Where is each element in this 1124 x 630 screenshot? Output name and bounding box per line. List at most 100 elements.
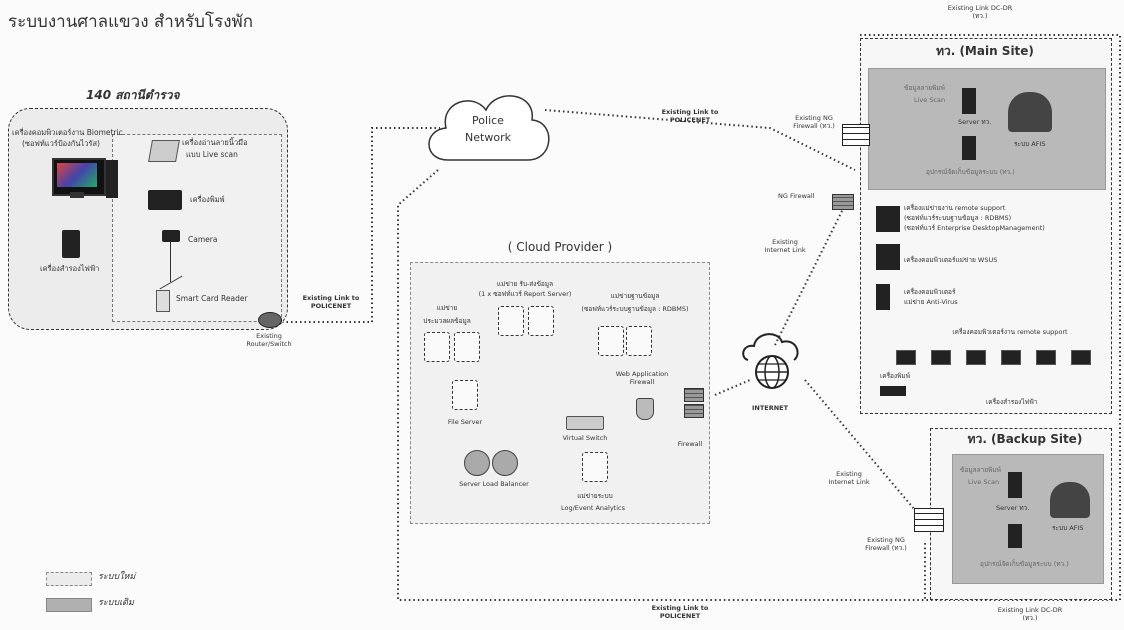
main-printer-icon [880,386,906,396]
monitor-icon [52,158,106,196]
log-sub-label: Log/Event Analytics [560,504,625,512]
main-live-scan-label: ข้อมูลลายพิมพ์ [904,84,945,92]
link-police-bottom [397,169,926,601]
proc-server-sub-label: ประมวลผลข้อมูล [423,317,471,325]
main-afis-icon [1008,92,1052,132]
main-ngfw-icon [832,194,854,210]
police-network-cloud-icon [428,95,550,161]
data-server-box-1 [498,306,524,336]
link-police-main [544,109,856,171]
legend-old-swatch [46,598,92,612]
dcdr-top-label: Existing Link DC-DR (ทว.) [947,4,1013,20]
load-balancer-icon-1 [464,450,490,476]
internet-label: INTERNET [751,404,789,412]
log-label: แม่ข่ายระบบ [577,492,613,500]
main-printer-label: เครื่องพิมพ์ [880,372,910,380]
page-title: ระบบงานศาลแขวง สำหรับโรงพัก [8,12,254,32]
cloud-firewall-label: Firewall [677,440,703,448]
file-server-box [452,380,478,410]
wsus-server-icon [876,244,900,270]
support-monitor-icon-6 [1071,350,1091,365]
virtual-switch-icon [566,416,604,430]
backup-ngfw-label: Existing NG Firewall (ทว.) [865,536,907,552]
log-server-box [582,452,608,482]
backup-live-scan-label: ข้อมูลลายพิมพ์ [960,466,1001,474]
support-monitor-icon-5 [1036,350,1056,365]
main-storage-server-icon [962,136,976,160]
main-server-icon [962,88,976,114]
vswitch-label: Virtual Switch [562,434,608,442]
main-existing-ngfw-icon [842,124,870,146]
legend-new-label: ระบบใหม่ [98,572,136,582]
station-subregion [112,134,282,322]
police-network-label: Police Network [465,114,511,144]
link-dcdr [860,34,1121,601]
remote-label: เครื่องแม่ข่ายงาน remote support [904,204,1006,212]
data-server-label: แม่ข่าย รับ-ส่งข้อมูล [496,280,554,288]
backup-afis-label: ระบบ AFIS [1052,524,1084,532]
policenet-top-link-label: Existing Link to POLICENET [661,108,719,124]
main-ngfw-label: Existing NG Firewall (ทว.) [793,114,835,130]
wsus-label: เครื่องคอมพิวเตอร์แม่ข่าย WSUS [904,256,998,264]
policenet-bottom-link-label: Existing Link to POLICENET [651,604,709,620]
ups-icon [62,230,80,258]
main-existing-region [868,68,1106,190]
lb-label: Server Load Balancer [459,480,529,488]
camera-label: Camera [188,235,218,244]
waf-shield-icon [636,398,654,420]
biometric-label: เครื่องคอมพิวเตอร์งาน Biometric [12,128,123,137]
support-monitor-icon-3 [966,350,986,365]
link-station-police [282,127,440,323]
support-monitor-icon-2 [931,350,951,365]
station-printer-label: เครื่องพิมพ์ [190,195,225,204]
legend-new-swatch [46,572,92,586]
backup-live-scan-sub-label: Live Scan [968,478,1000,486]
link-cloud-internet [714,379,751,396]
station-link-label: Existing Link to POLICENET [302,294,360,310]
link-internet-backup [804,379,916,511]
file-server-label: File Server [447,418,483,426]
cloud-firewall-icon-2 [684,404,704,418]
cloud-firewall-icon-1 [684,388,704,402]
proc-server-box-2 [454,332,480,362]
backup-existing-region [952,454,1104,584]
backup-server-icon [1008,472,1022,498]
db-server-label: แม่ข่ายฐานข้อมูล [610,292,660,300]
router-icon [258,312,282,328]
backup-afis-icon [1050,482,1090,518]
backup-storage-label: อุปกรณ์จัดเก็บข้อมูลระบบ (ทว.) [980,560,1069,568]
main-server-label: Server ทว. [958,118,992,126]
internet-backup-link-label: Existing Internet Link [828,470,870,486]
legend-old-label: ระบบเดิม [98,598,134,608]
router-label: Existing Router/Switch [246,332,292,348]
scanner-label: เครื่องอ่านลายนิ้วมือ [182,138,248,147]
backup-site-heading: ทว. (Backup Site) [967,432,1083,446]
av-label: เครื่องคอมพิวเตอร์ [904,288,956,296]
link-internet-main [774,204,846,346]
camera-icon [162,230,180,242]
av-sub-label: แม่ข่าย Anti-Virus [904,298,958,306]
db-server-box-2 [626,326,652,356]
station-ups-label: เครื่องสำรองไฟฟ้า [40,264,100,273]
internet-main-link-label: Existing Internet Link [764,238,806,254]
db-server-sub-label: (ซอฟท์แวร์ระบบฐานข้อมูล : RDBMS) [581,305,689,313]
printer-icon [148,190,182,210]
remote-server-icon [876,206,900,232]
main-ups-label: เครื่องสำรองไฟฟ้า [986,398,1038,406]
main-live-scan-sub-label: Live Scan [914,96,946,104]
smart-card-reader-icon [156,290,170,312]
station-heading: 140 สถานีตำรวจ [86,88,180,102]
main-site-heading: ทว. (Main Site) [936,44,1034,58]
proc-server-box-1 [424,332,450,362]
scanner-sub-label: แบบ Live scan [186,150,238,159]
remote-sub1-label: (ซอฟท์แวร์ระบบฐานข้อมูล : RDBMS) [904,214,1012,222]
backup-existing-ngfw-icon [914,508,944,532]
remote-sub2-label: (ซอฟท์แวร์ Enterprise DesktopManagement) [904,224,1045,232]
waf-label: Web Application Firewall [615,370,669,386]
data-server-sub-label: (1 x ซอฟท์แวร์ Report Server) [478,290,572,298]
db-server-box-1 [598,326,624,356]
pc-tower-icon [106,160,118,198]
cloud-heading: ( Cloud Provider ) [507,240,613,254]
av-server-icon [876,284,890,310]
load-balancer-icon-2 [492,450,518,476]
